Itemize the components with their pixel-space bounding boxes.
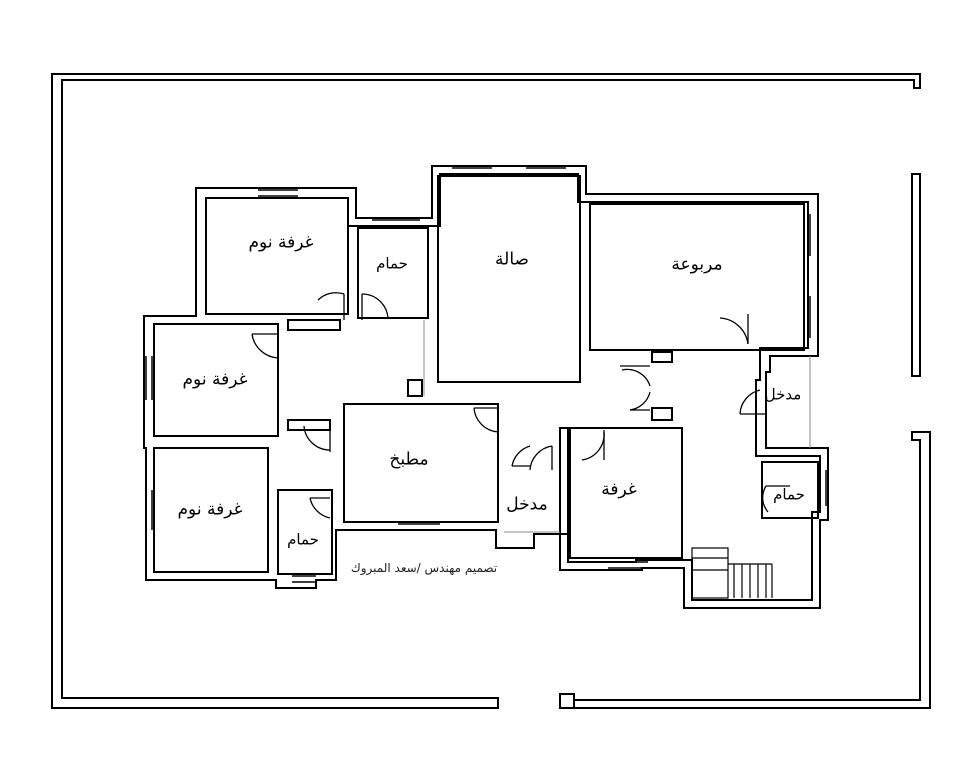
room-label-bath-bottom: حمام (287, 530, 319, 549)
house-outer-wall (143, 165, 829, 609)
corridor-wall (651, 351, 673, 363)
room-label-entrance-right: مدخل (764, 385, 802, 404)
hall-room (437, 175, 581, 383)
bedroom-mid-room (153, 323, 279, 437)
bath-bottom-room (277, 489, 333, 575)
bedroom-bottom-room (153, 447, 269, 573)
bedroom-top-room (205, 197, 349, 315)
staircase (691, 547, 773, 599)
room-label-bath-top: حمام (376, 254, 408, 273)
boundary-wall-top-left (51, 73, 921, 709)
house-inner-wall (206, 173, 821, 601)
corridor-wall (407, 379, 423, 397)
designer-credit: تصميم مهندس /سعد المبروك (350, 561, 498, 575)
room-label-bath-right: حمام (773, 485, 805, 504)
room-label-entrance-center: مدخل (506, 494, 548, 515)
room-right (569, 427, 683, 559)
opening-line (423, 320, 811, 533)
boundary-wall-bottom-right (559, 693, 575, 709)
corridor-wall (287, 319, 341, 331)
boundary-wall-right-upper (911, 173, 921, 377)
bath-right-room (761, 461, 819, 519)
room-label-bedroom-mid: غرفة نوم (182, 369, 248, 390)
room-label-square-room: مربوعة (671, 254, 723, 275)
room-label-bedroom-bottom: غرفة نوم (177, 499, 243, 520)
corridor-wall (287, 419, 331, 431)
room-label-room: غرفة (601, 479, 637, 500)
room-label-hall: صالة (495, 249, 529, 270)
corridor-wall (651, 407, 673, 421)
kitchen-room (343, 403, 499, 523)
room-label-bedroom-top: غرفة نوم (248, 232, 314, 253)
square-room (589, 203, 805, 351)
window (145, 167, 827, 583)
door-swing (251, 292, 790, 519)
room-label-kitchen: مطبخ (389, 449, 429, 470)
bath-top-room (357, 227, 429, 319)
